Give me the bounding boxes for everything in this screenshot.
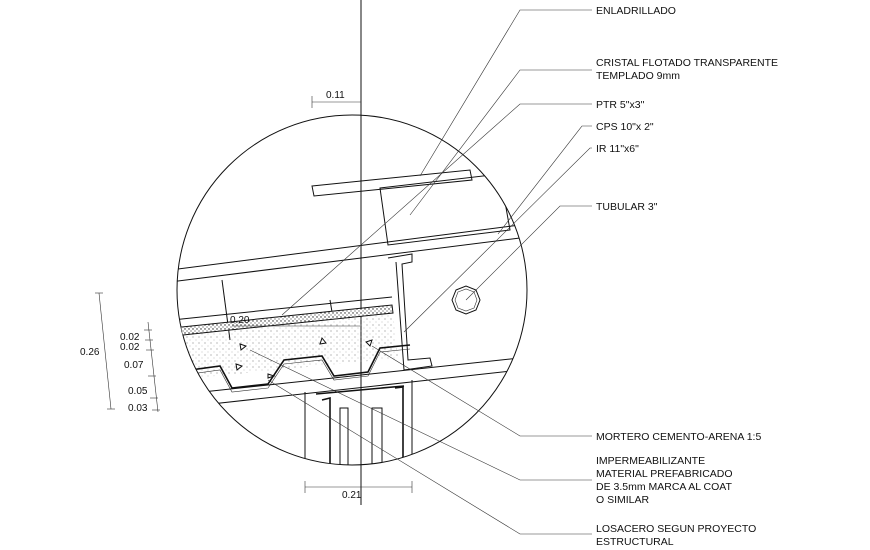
aggregate-mark-1 — [239, 343, 248, 351]
dim-d4-text: 0.05 — [128, 386, 148, 397]
dim-bottom-text: 0.21 — [342, 490, 362, 501]
flange-top — [315, 385, 405, 395]
tubular-octagon-inner — [454, 288, 478, 312]
slab-bottom-1 — [177, 357, 521, 396]
stud-1 — [339, 407, 349, 465]
ir-beam-top — [177, 224, 521, 271]
label-losacero-line1: LOSACERO SEGUN PROYECTO — [596, 523, 756, 535]
dim-total-text: 0.26 — [80, 347, 100, 358]
label-cristal-line1: CRISTAL FLOTADO TRANSPARENTE — [596, 57, 778, 69]
section-contents — [177, 169, 521, 465]
aggregate-mark-2 — [319, 336, 327, 345]
losacero-deck — [177, 344, 411, 389]
cps-profile — [387, 253, 433, 371]
ptr-box — [379, 173, 511, 246]
label-imper-line2: MATERIAL PREFABRICADO — [596, 468, 733, 480]
losacero-deck-inner — [177, 348, 411, 393]
dimension-top: 0.11 — [311, 90, 361, 108]
aggregate-mark-4 — [235, 363, 244, 371]
label-imper-line4: O SIMILAR — [596, 494, 650, 506]
label-ir: IR 11"x6" — [596, 143, 639, 155]
dim-d2-text: 0.02 — [120, 342, 140, 353]
detail-circle — [176, 114, 528, 466]
dim-d3-text: 0.07 — [124, 360, 144, 371]
dim-d1-text: 0.02 — [120, 332, 140, 343]
label-enladrillado: ENLADRILLADO — [596, 5, 676, 17]
dimension-bottom: 0.21 — [304, 481, 413, 501]
tubular-octagon — [451, 285, 481, 315]
label-imper-line1: IMPERMEABILIZANTE — [596, 455, 705, 467]
dimension-total: 0.26 — [80, 292, 115, 410]
mortar-fill — [177, 313, 398, 380]
leader-lines — [249, 9, 592, 535]
label-cps: CPS 10"x 2" — [596, 121, 654, 133]
label-ptr: PTR 5"x3" — [596, 99, 645, 111]
channel-left — [321, 396, 331, 465]
label-losacero-line2: ESTRUCTURAL — [596, 536, 674, 548]
channel-right — [394, 386, 404, 465]
aggregate-mark-3 — [365, 339, 373, 347]
dimension-mid: 0.20 — [230, 315, 360, 327]
label-tubular: TUBULAR 3" — [596, 201, 658, 213]
dim-d5-text: 0.03 — [128, 403, 148, 414]
slab-bottom-2 — [177, 369, 521, 409]
ir-beam-line2 — [177, 237, 521, 283]
dimension-stack: 0.02 0.02 0.07 0.05 0.03 — [120, 321, 160, 414]
label-cristal-line2: TEMPLADO 9mm — [596, 70, 680, 82]
glass-panel — [311, 169, 473, 197]
brick-line — [177, 296, 393, 321]
frame-mid — [329, 299, 333, 313]
aggregate-mark-5 — [267, 373, 276, 379]
label-mortero: MORTERO CEMENTO-ARENA 1:5 — [596, 431, 761, 443]
label-imper-line3: DE 3.5mm MARCA AL COAT — [596, 481, 733, 493]
stud-2 — [371, 407, 383, 465]
dim-mid-text: 0.20 — [230, 315, 250, 326]
dim-top-text: 0.11 — [326, 90, 345, 101]
